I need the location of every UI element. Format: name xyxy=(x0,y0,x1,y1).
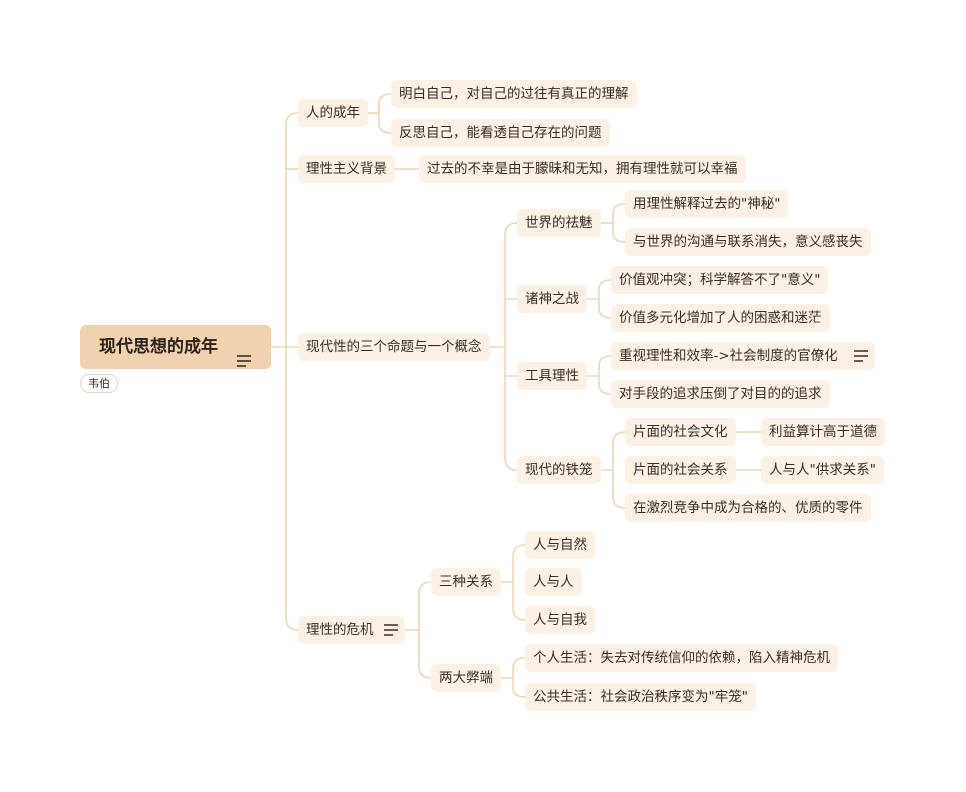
leaf-interest-over-morals[interactable]: 利益算计高于道德 xyxy=(761,418,885,446)
subtopic-reason-happiness[interactable]: 过去的不幸是由于朦昧和无知，拥有理性就可以幸福 xyxy=(419,155,746,183)
leaf-meaning-lost[interactable]: 与世界的沟通与联系消失，意义感丧失 xyxy=(625,228,871,256)
topic-modernity-propositions[interactable]: 现代性的三个命题与一个概念 xyxy=(298,333,490,361)
leaf-explain-mystery[interactable]: 用理性解释过去的"神秘" xyxy=(625,190,789,218)
note-lines-icon[interactable] xyxy=(237,339,251,383)
leaf-replaceable-parts[interactable]: 在激烈竞争中成为合格的、优质的零件 xyxy=(625,494,871,522)
subtopic-instrumental-reason[interactable]: 工具理性 xyxy=(517,362,587,390)
note-lines-icon[interactable] xyxy=(384,624,398,636)
leaf-human-self[interactable]: 人与自我 xyxy=(525,606,595,634)
leaf-value-conflict[interactable]: 价值观冲突；科学解答不了"意义" xyxy=(611,266,829,294)
leaf-human-human[interactable]: 人与人 xyxy=(525,568,582,596)
leaf-one-sided-culture[interactable]: 片面的社会文化 xyxy=(625,418,736,446)
leaf-public-life[interactable]: 公共生活：社会政治秩序变为"牢笼" xyxy=(525,683,756,711)
leaf-one-sided-relations[interactable]: 片面的社会关系 xyxy=(625,456,736,484)
subtopic-two-drawbacks[interactable]: 两大弊端 xyxy=(431,664,501,692)
subtopic-reflect-self[interactable]: 反思自己，能看透自己存在的问题 xyxy=(391,119,610,147)
root-title: 现代思想的成年 xyxy=(99,337,218,357)
topic-label: 理性的危机 xyxy=(306,622,374,638)
root-label-tag[interactable]: 韦伯 xyxy=(80,374,118,393)
subtopic-three-relations[interactable]: 三种关系 xyxy=(431,568,501,596)
leaf-supply-demand-relations[interactable]: 人与人"供求关系" xyxy=(761,456,884,484)
root-topic[interactable]: 现代思想的成年 xyxy=(80,325,271,369)
topic-human-adulthood[interactable]: 人的成年 xyxy=(298,99,368,127)
leaf-means-over-ends[interactable]: 对手段的追求压倒了对目的的追求 xyxy=(611,380,830,408)
subtopic-disenchantment[interactable]: 世界的祛魅 xyxy=(517,209,601,237)
leaf-human-nature[interactable]: 人与自然 xyxy=(525,531,595,559)
subtopic-iron-cage[interactable]: 现代的铁笼 xyxy=(517,456,601,484)
leaf-bureaucratization[interactable]: 重视理性和效率->社会制度的官僚化 xyxy=(611,342,875,370)
topic-crisis-of-reason[interactable]: 理性的危机 xyxy=(298,616,405,644)
leaf-value-pluralism[interactable]: 价值多元化增加了人的困惑和迷茫 xyxy=(611,304,830,332)
leaf-label: 重视理性和效率->社会制度的官僚化 xyxy=(619,348,838,364)
topic-rationalism-background[interactable]: 理性主义背景 xyxy=(298,155,395,183)
subtopic-understand-self[interactable]: 明白自己，对自己的过往有真正的理解 xyxy=(391,80,637,108)
leaf-private-life[interactable]: 个人生活：失去对传统信仰的依赖，陷入精神危机 xyxy=(525,644,838,672)
note-lines-icon[interactable] xyxy=(854,350,868,362)
subtopic-war-of-gods[interactable]: 诸神之战 xyxy=(517,285,587,313)
